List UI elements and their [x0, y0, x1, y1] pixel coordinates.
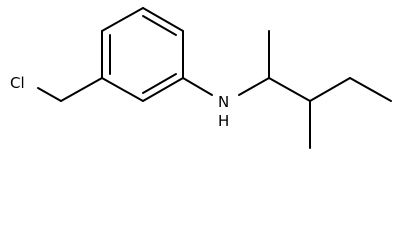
ring-bond: [142, 77, 184, 102]
ch2-to-cl-bond: [37, 87, 62, 102]
ring-bond: [101, 7, 144, 32]
hydrogen-atom-label: H: [218, 112, 229, 130]
c3-to-c4-bond: [309, 77, 351, 102]
ring-to-ch2-bond: [60, 77, 103, 102]
nitrogen-atom-label: N: [218, 93, 229, 111]
nitrogen-to-c2-bond: [238, 77, 270, 96]
benzene-ring: [101, 7, 184, 102]
chemical-structure-diagram: Cl N H: [10, 7, 392, 149]
ring-inner-double-bond: [142, 73, 177, 94]
c4-to-c5-bond: [349, 77, 392, 102]
chlorine-atom-label: Cl: [10, 74, 25, 92]
ring-inner-double-bond: [142, 15, 177, 36]
ring-bond: [142, 7, 184, 32]
c2-to-c3-bond: [268, 77, 311, 102]
ring-to-nitrogen-bond: [182, 77, 213, 96]
ring-bond: [101, 77, 144, 102]
pentyl-chain: [238, 30, 392, 149]
